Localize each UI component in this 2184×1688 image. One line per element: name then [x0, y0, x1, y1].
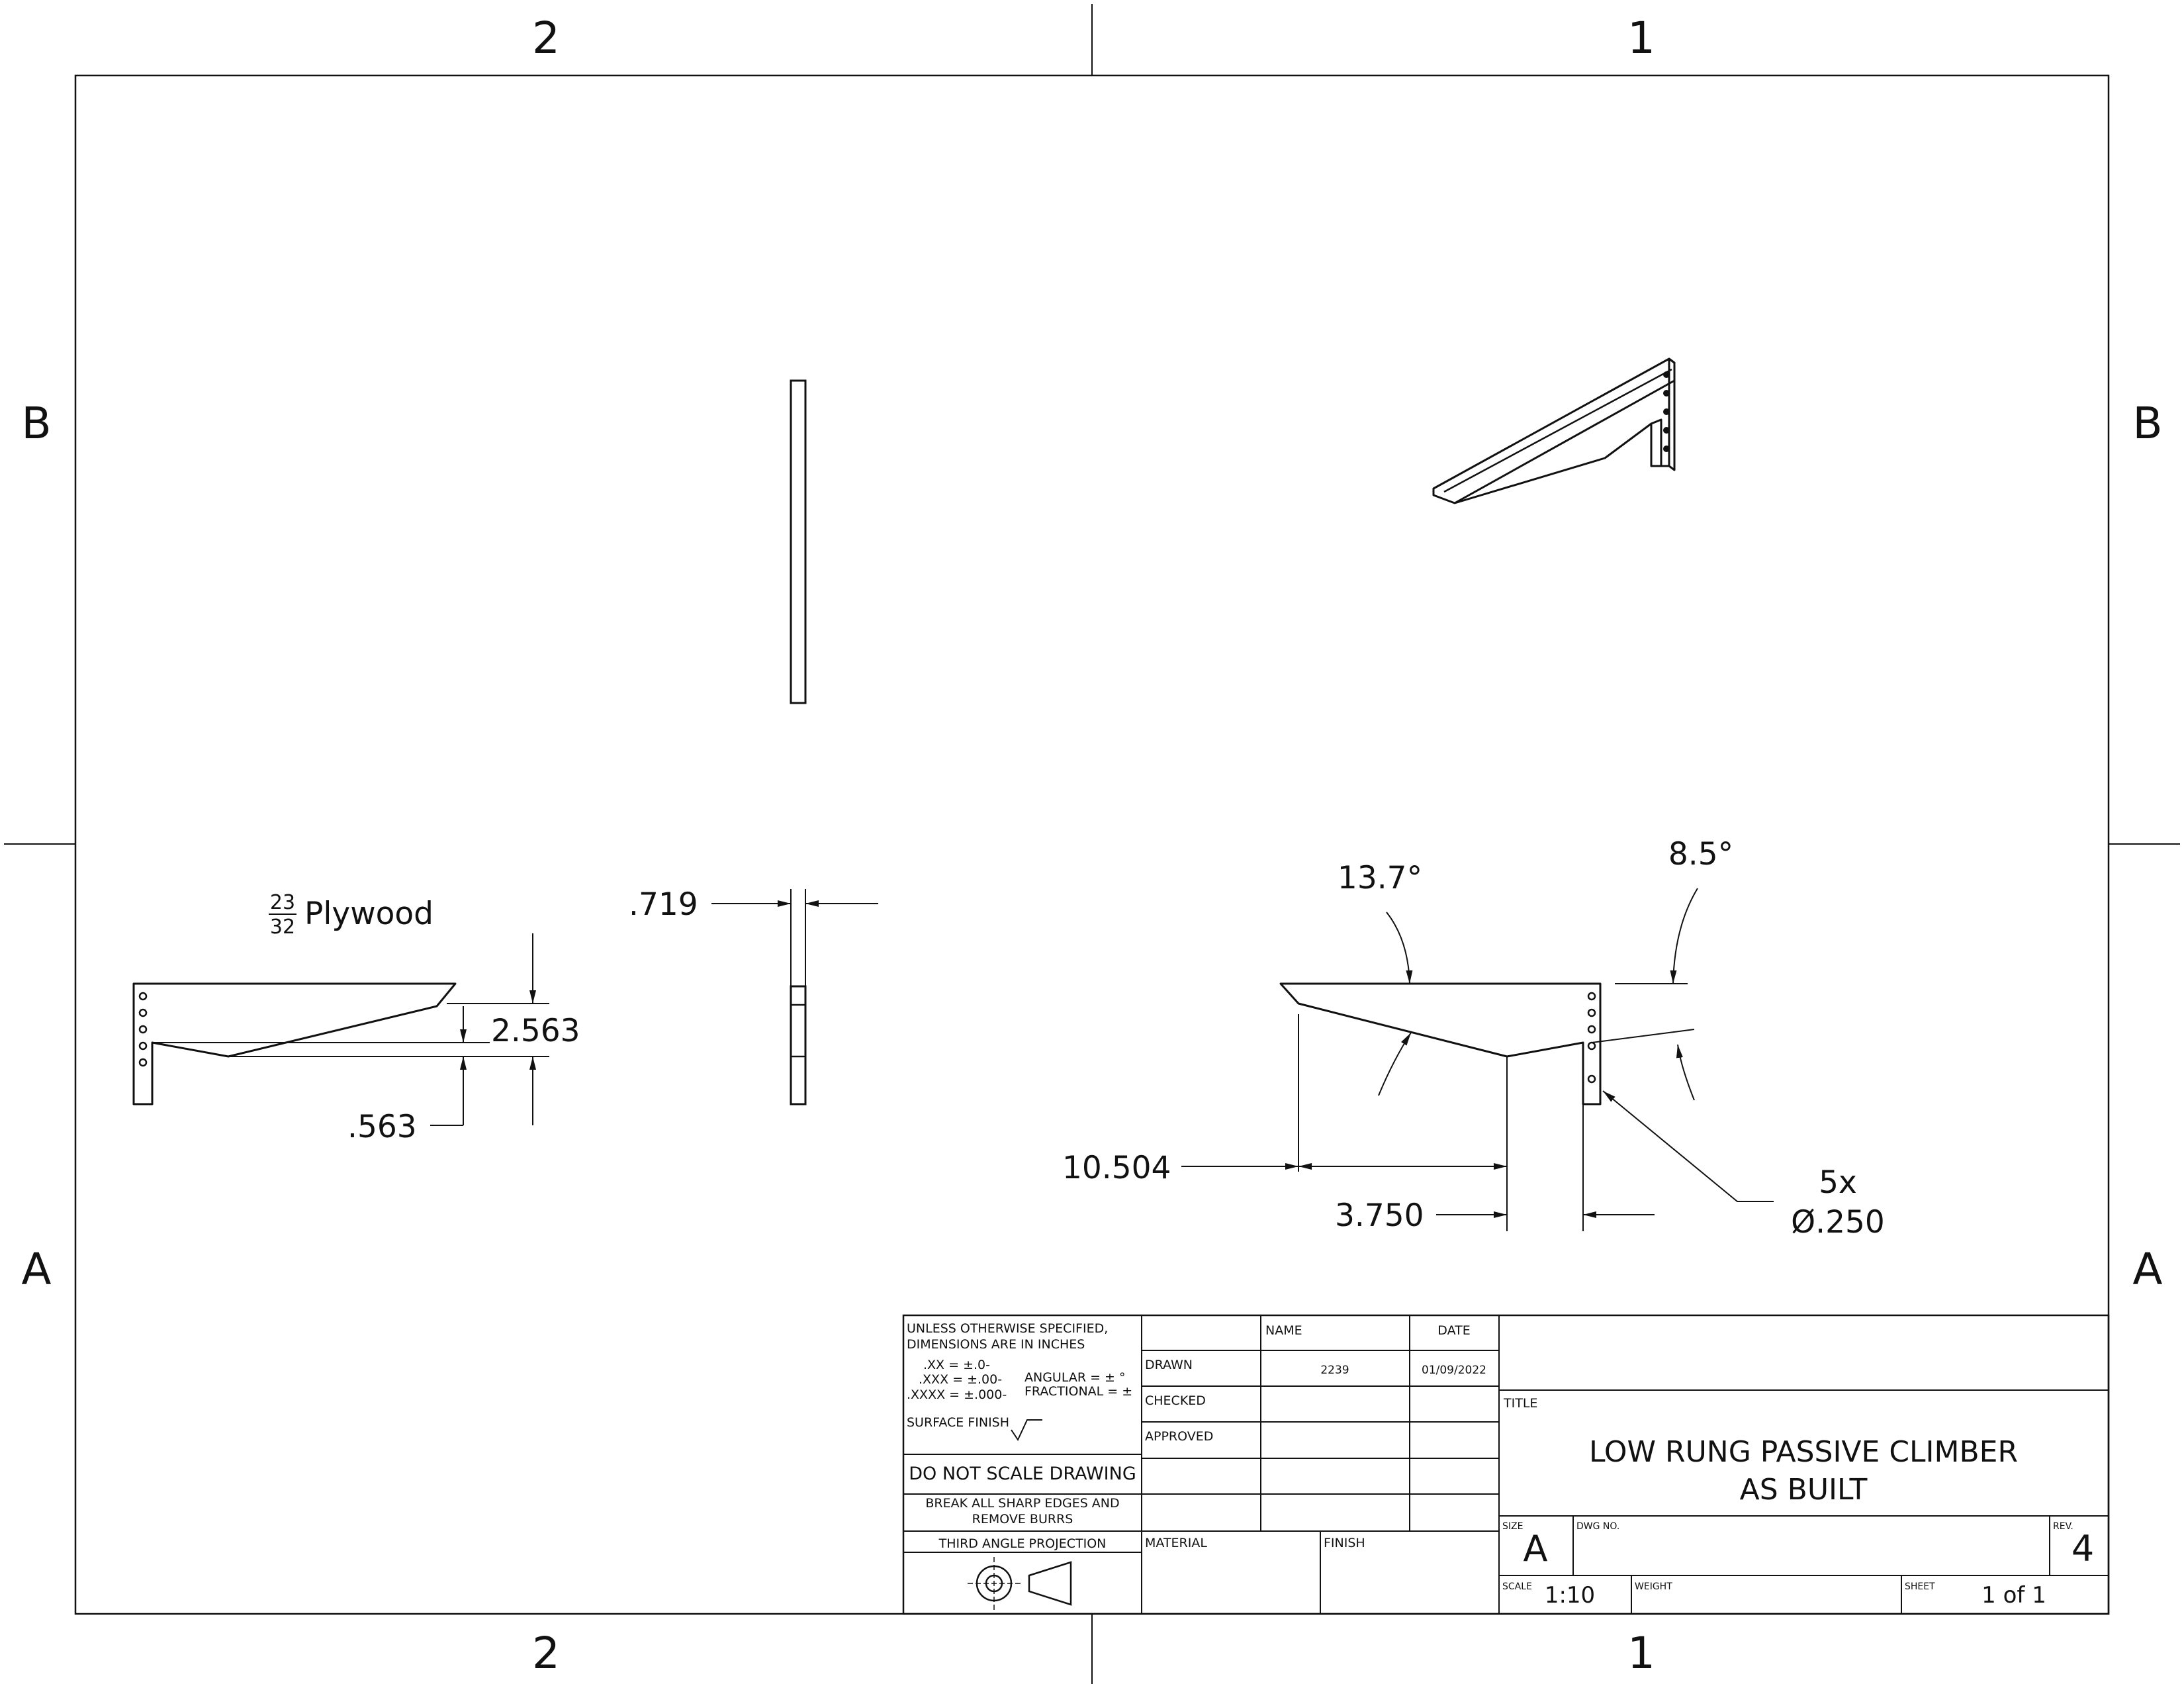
- row-checked-label: CHECKED: [1145, 1393, 1206, 1408]
- dim-hole-count: 5x: [1819, 1164, 1857, 1201]
- zone-left-a: A: [21, 1244, 51, 1295]
- isometric-view: [1432, 357, 1676, 504]
- row-approved-label: APPROVED: [1145, 1429, 1213, 1444]
- rev-value: 4: [2071, 1528, 2094, 1570]
- third-angle-projection-icon: [968, 1557, 1072, 1610]
- surface-finish-icon: [1011, 1419, 1042, 1442]
- material-label: Plywood: [304, 896, 433, 932]
- do-not-scale-note: DO NOT SCALE DRAWING: [909, 1464, 1136, 1484]
- rev-field-label: REV.: [2053, 1521, 2073, 1532]
- zone-top-1: 1: [1627, 13, 1655, 64]
- material-field-label: MATERIAL: [1145, 1536, 1207, 1550]
- row-drawn-label: DRAWN: [1145, 1358, 1193, 1372]
- dim-height: 2.563: [491, 1013, 580, 1049]
- drawn-date-value: 01/09/2022: [1422, 1364, 1486, 1377]
- side-view-middle: [711, 889, 878, 1105]
- front-view-right: [1181, 888, 1774, 1231]
- title-block: [902, 1314, 2110, 1615]
- zone-bottom-2: 2: [532, 1628, 560, 1679]
- column-date-header: DATE: [1437, 1323, 1470, 1338]
- sheet-value: 1 of 1: [1981, 1582, 2046, 1609]
- sheet-field-label: SHEET: [1905, 1581, 1935, 1592]
- zone-right-b: B: [2132, 398, 2162, 449]
- size-field-label: SIZE: [1502, 1521, 1523, 1532]
- surface-finish-label: SURFACE FINISH: [907, 1415, 1009, 1430]
- dim-width: 3.750: [1335, 1197, 1424, 1234]
- break-edges-note-2: REMOVE BURRS: [972, 1512, 1073, 1526]
- zone-bottom-1: 1: [1627, 1628, 1655, 1679]
- front-view-left: [132, 933, 549, 1126]
- finish-field-label: FINISH: [1324, 1536, 1365, 1550]
- top-view-board: [790, 379, 807, 704]
- material-note: 23 32 Plywood: [269, 891, 433, 939]
- tolerance-xxxx: .XXXX = ±.000-: [907, 1387, 1007, 1402]
- material-fraction-denominator: 32: [270, 915, 295, 939]
- drawn-name-value: 2239: [1320, 1364, 1349, 1377]
- title-field-label: TITLE: [1503, 1396, 1537, 1411]
- tolerances-heading-1: UNLESS OTHERWISE SPECIFIED,: [907, 1321, 1108, 1336]
- scale-value: 1:10: [1545, 1582, 1595, 1609]
- drawing-title-line-1: LOW RUNG PASSIVE CLIMBER: [1589, 1435, 2018, 1469]
- tolerance-xx: .XX = ±.0-: [923, 1358, 990, 1372]
- zone-top-2: 2: [532, 13, 560, 64]
- dim-length: 10.504: [1062, 1150, 1171, 1186]
- tolerance-xxx: .XXX = ±.00-: [919, 1372, 1002, 1387]
- sheet-border: [4, 4, 2180, 1684]
- dwg-no-field-label: DWG NO.: [1576, 1521, 1619, 1532]
- zone-labels: 2 1 2 1 B A B A: [21, 13, 2162, 1679]
- zone-left-b: B: [21, 398, 51, 449]
- projection-label: THIRD ANGLE PROJECTION: [938, 1536, 1107, 1551]
- zone-right-a: A: [2132, 1244, 2162, 1295]
- drawing-title-line-2: AS BUILT: [1740, 1473, 1868, 1507]
- scale-field-label: SCALE: [1502, 1581, 1532, 1592]
- dim-hole-diameter: Ø.250: [1791, 1204, 1885, 1241]
- weight-field-label: WEIGHT: [1635, 1581, 1672, 1592]
- dim-angle-right: 8.5°: [1668, 836, 1733, 872]
- tolerance-fractional: FRACTIONAL = ±: [1024, 1384, 1132, 1399]
- material-fraction-numerator: 23: [270, 891, 295, 914]
- dim-angle-left: 13.7°: [1338, 860, 1422, 896]
- size-value: A: [1524, 1528, 1548, 1570]
- dim-thickness: .719: [629, 886, 698, 923]
- dim-offset: .563: [347, 1109, 417, 1145]
- break-edges-note-1: BREAK ALL SHARP EDGES AND: [925, 1496, 1119, 1511]
- tolerances-heading-2: DIMENSIONS ARE IN INCHES: [907, 1337, 1085, 1352]
- tolerance-angular: ANGULAR = ± °: [1024, 1370, 1126, 1385]
- column-name-header: NAME: [1265, 1323, 1302, 1338]
